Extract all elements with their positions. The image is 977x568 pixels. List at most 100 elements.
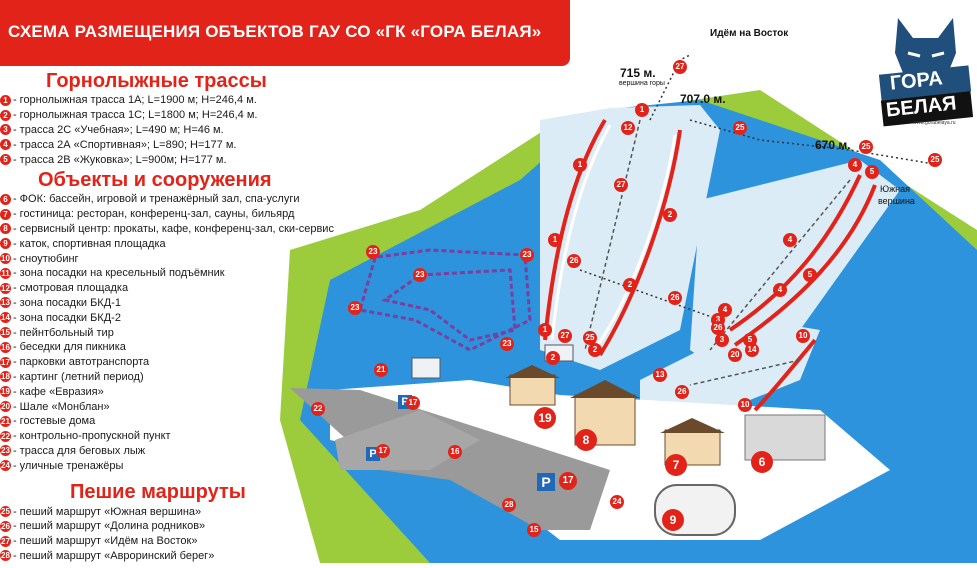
map-marker-25: 25 bbox=[859, 140, 873, 154]
map-marker-3: 3 bbox=[715, 333, 729, 347]
lynx-logo-icon bbox=[878, 18, 974, 127]
legend-number-badge: 1 bbox=[0, 94, 11, 106]
label-715-sub: вершина горы bbox=[619, 80, 665, 87]
route-item: 26-пеший маршрут «Долина родников» bbox=[0, 520, 206, 533]
map-marker-17: 17 bbox=[559, 472, 577, 490]
map-marker-5: 5 bbox=[803, 268, 817, 282]
slope-lines-inner bbox=[550, 124, 677, 346]
legend-number-badge: 13 bbox=[0, 297, 11, 309]
logo-url: www.gorabelaya.ru bbox=[913, 120, 956, 126]
legend-number-badge: 11 bbox=[0, 267, 11, 279]
header-banner: СХЕМА РАЗМЕЩЕНИЯ ОБЪЕКТОВ ГАУ СО «ГК «ГО… bbox=[0, 0, 570, 66]
map-marker-2: 2 bbox=[663, 208, 677, 222]
legend-item-text: горнолыжная трасса 1С; L=1800 м; H=246,4… bbox=[19, 109, 258, 122]
map-marker-10: 10 bbox=[796, 329, 810, 343]
legend-item-text: трасса 2С «Учебная»; L=490 м; H=46 м. bbox=[19, 123, 224, 136]
map-marker-26: 26 bbox=[711, 321, 725, 335]
legend-number-badge: 16 bbox=[0, 341, 11, 353]
legend-item-text: каток, спортивная площадка bbox=[19, 237, 166, 250]
map-marker-2: 2 bbox=[546, 351, 560, 365]
map-marker-25: 25 bbox=[928, 153, 942, 167]
label-east: Идём на Восток bbox=[710, 28, 789, 39]
legend-item-text: сноутюбинг bbox=[19, 252, 79, 265]
map-marker-15: 15 bbox=[527, 523, 541, 537]
map-marker-2: 2 bbox=[623, 278, 637, 292]
object-item: 15-пейнтбольный тир bbox=[0, 326, 114, 339]
walking-routes bbox=[579, 54, 941, 321]
legend-number-badge: 14 bbox=[0, 312, 11, 324]
object-item: 22-контрольно-пропускной пункт bbox=[0, 430, 171, 443]
map-marker-4: 4 bbox=[848, 158, 862, 172]
legend-item-text: пеший маршрут «Долина родников» bbox=[19, 520, 206, 533]
map-marker-24: 24 bbox=[610, 495, 624, 509]
label-south-2: вершина bbox=[878, 196, 915, 206]
legend-number-badge: 25 bbox=[0, 506, 11, 518]
legend-item-text: горнолыжная трасса 1А; L=1900 м; H=246,4… bbox=[19, 94, 257, 107]
object-item: 11-зона посадки на кресельный подъёмник bbox=[0, 267, 225, 280]
legend-number-badge: 15 bbox=[0, 327, 11, 339]
legend-item-text: картинг (летний период) bbox=[19, 370, 144, 383]
legend-item-text: трасса 2А «Спортивная»; L=890; H=177 м. bbox=[19, 138, 237, 151]
map-marker-4: 4 bbox=[718, 303, 732, 317]
map-marker-14: 14 bbox=[745, 343, 759, 357]
map-marker-21: 21 bbox=[374, 363, 388, 377]
slope-item: 5-трасса 2В «Жуковка»; L=900м; H=177 м. bbox=[0, 152, 330, 167]
legend-number-badge: 2 bbox=[0, 109, 11, 121]
map-marker-1: 1 bbox=[538, 323, 552, 337]
object-item: 20-Шале «Монблан» bbox=[0, 400, 110, 413]
legend-item-text: зона посадки БКД-1 bbox=[19, 296, 121, 309]
object-item: 24-уличные тренажёры bbox=[0, 459, 124, 472]
map-marker-13: 13 bbox=[653, 368, 667, 382]
map-marker-17: 17 bbox=[376, 444, 390, 458]
object-item: 10-сноутюбинг bbox=[0, 252, 79, 265]
legend-item-text: кафе «Евразия» bbox=[19, 385, 104, 398]
map-marker-23: 23 bbox=[520, 248, 534, 262]
legend-number-badge: 18 bbox=[0, 371, 11, 383]
map-marker-23: 23 bbox=[413, 268, 427, 282]
map-marker-2: 2 bbox=[588, 343, 602, 357]
parking-sign: P bbox=[537, 473, 555, 491]
map-marker-22: 22 bbox=[311, 402, 325, 416]
legend-number-badge: 5 bbox=[0, 154, 11, 166]
map-marker-26: 26 bbox=[675, 385, 689, 399]
object-item: 8-сервисный центр: прокаты, кафе, конфер… bbox=[0, 222, 334, 237]
map-marker-27: 27 bbox=[673, 60, 687, 74]
legend-item-text: гостиница: ресторан, конференц-зал, саун… bbox=[19, 208, 295, 221]
legend-item-text: Шале «Монблан» bbox=[19, 400, 110, 413]
map-marker-23: 23 bbox=[348, 301, 362, 315]
legend: Горнолыжные трассы 1-горнолыжная трасса … bbox=[0, 70, 334, 563]
routes-heading: Пешие маршруты bbox=[70, 481, 246, 504]
legend-item-text: трасса 2В «Жуковка»; L=900м; H=177 м. bbox=[19, 153, 227, 166]
object-item: 23-трасса для беговых лыж bbox=[0, 444, 146, 457]
legend-number-badge: 26 bbox=[0, 520, 11, 532]
object-item: 16-беседки для пикника bbox=[0, 341, 126, 354]
map-marker-19: 19 bbox=[534, 407, 556, 429]
legend-number-badge: 21 bbox=[0, 415, 11, 427]
legend-number-badge: 8 bbox=[0, 223, 11, 235]
object-item: 7-гостиница: ресторан, конференц-зал, са… bbox=[0, 207, 330, 222]
map-marker-26: 26 bbox=[567, 254, 581, 268]
legend-number-badge: 12 bbox=[0, 282, 11, 294]
map-marker-28: 28 bbox=[502, 498, 516, 512]
slope-item: 2-горнолыжная трасса 1С; L=1800 м; H=246… bbox=[0, 108, 330, 123]
map-marker-5: 5 bbox=[865, 165, 879, 179]
object-item: 14-зона посадки БКД-2 bbox=[0, 311, 121, 324]
map-marker-12: 12 bbox=[621, 121, 635, 135]
map-marker-4: 4 bbox=[783, 233, 797, 247]
legend-item-text: зона посадки БКД-2 bbox=[19, 311, 121, 324]
legend-item-text: сервисный центр: прокаты, кафе, конферен… bbox=[19, 222, 334, 235]
legend-item-text: зона посадки на кресельный подъёмник bbox=[19, 267, 225, 280]
legend-number-badge: 19 bbox=[0, 386, 11, 398]
map-marker-23: 23 bbox=[366, 245, 380, 259]
label-670: 670 м. bbox=[815, 138, 851, 152]
objects-list: 6-ФОК: бассейн, игровой и тренажёрный за… bbox=[0, 192, 334, 473]
route-item: 25-пеший маршрут «Южная вершина» bbox=[0, 505, 202, 518]
map-marker-9: 9 bbox=[662, 509, 684, 531]
slope-item: 1-горнолыжная трасса 1А; L=1900 м; H=246… bbox=[0, 93, 330, 108]
label-715: 715 м. bbox=[620, 66, 656, 80]
map-marker-16: 16 bbox=[448, 445, 462, 459]
slope-snow-east bbox=[690, 160, 900, 370]
page-title: СХЕМА РАЗМЕЩЕНИЯ ОБЪЕКТОВ ГАУ СО «ГК «ГО… bbox=[8, 22, 542, 41]
